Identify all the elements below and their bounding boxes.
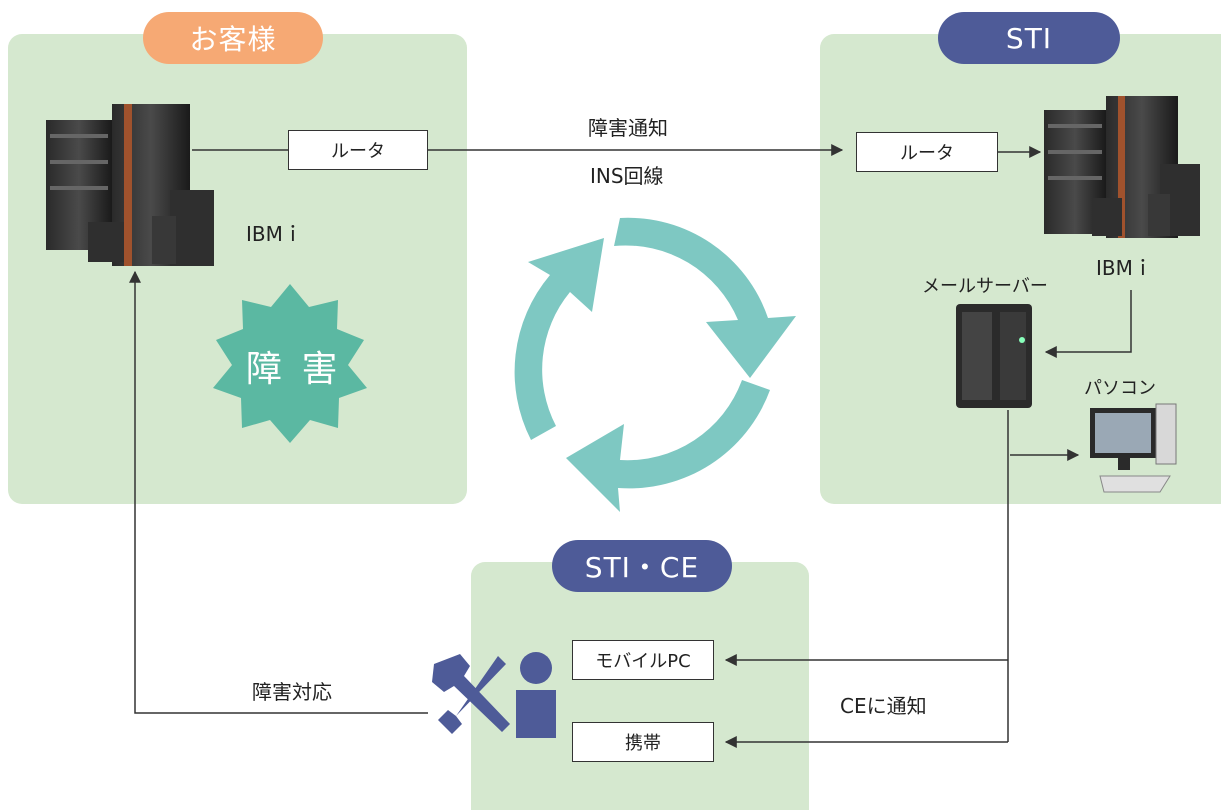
label-customer-server: IBMｉ bbox=[246, 222, 303, 246]
pc-icon bbox=[1090, 403, 1177, 493]
person-icon bbox=[516, 652, 556, 738]
arrow-failure-response bbox=[129, 270, 428, 714]
label-pc: パソコン bbox=[1084, 378, 1156, 399]
ce-title: STI・CE bbox=[552, 540, 732, 592]
label-failure-notify: 障害通知 bbox=[588, 116, 668, 140]
sti-title: STI bbox=[938, 12, 1120, 64]
cycle-arrow-right bbox=[614, 217, 796, 378]
label-sti-server: IBMｉ bbox=[1096, 256, 1153, 280]
cycle-arrow-bottom bbox=[566, 380, 770, 512]
tools-icon bbox=[432, 654, 510, 734]
sti-server-icon bbox=[1044, 96, 1200, 238]
mobile-pc-box: モバイルPC bbox=[572, 640, 714, 680]
label-mail-server: メールサーバー bbox=[922, 276, 1048, 297]
cycle-arrows bbox=[514, 217, 796, 512]
customer-title: お客様 bbox=[143, 12, 323, 64]
ce-panel bbox=[471, 562, 809, 810]
customer-server-icon bbox=[46, 104, 214, 266]
label-failure-response: 障害対応 bbox=[252, 680, 332, 704]
customer-panel bbox=[8, 34, 467, 504]
label-ce-notify: CEに通知 bbox=[840, 694, 927, 718]
cycle-arrow-left bbox=[514, 238, 604, 440]
mail-server-icon bbox=[956, 304, 1032, 408]
sti-router-box: ルータ bbox=[856, 132, 998, 172]
phone-box: 携帯 bbox=[572, 722, 714, 762]
arrow-server-mail bbox=[1044, 290, 1132, 358]
failure-text: 障 害 bbox=[246, 349, 342, 390]
customer-router-box: ルータ bbox=[288, 130, 428, 170]
failure-burst-icon bbox=[213, 284, 367, 443]
label-ins-line: INS回線 bbox=[590, 164, 664, 188]
